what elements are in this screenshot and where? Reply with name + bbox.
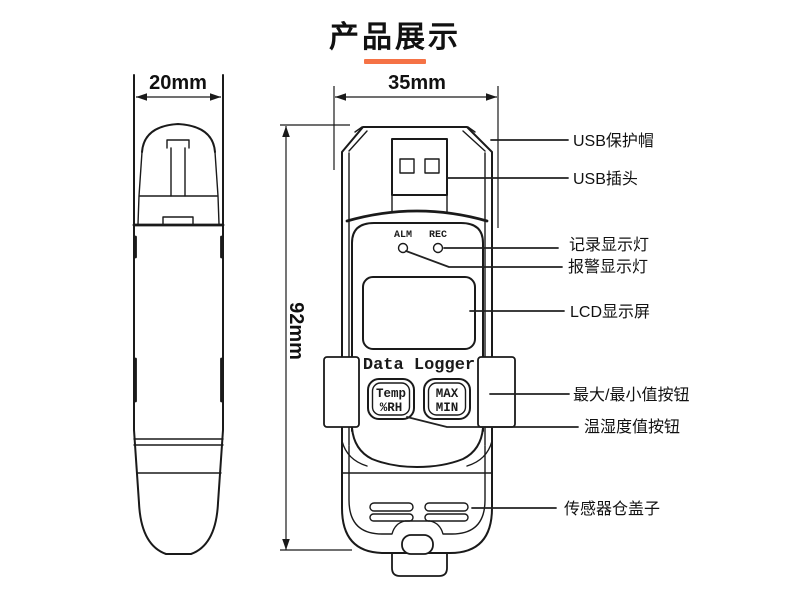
dimension-92mm: 92mm [280,124,352,551]
indicator-leds: ALM REC [394,230,447,254]
lcd-screen [362,276,476,350]
max-min-button-inner [427,382,467,416]
side-view-bump [162,216,194,225]
front-body-outline [341,126,493,554]
dimension-35mm-label: 35mm [388,72,446,94]
side-view-edge-accents [134,235,223,403]
alm-label: ALM [394,230,412,241]
temp-rh-button: Temp %RH [367,378,415,420]
max-min-button-line2: MIN [436,401,459,415]
vent-slot [424,513,469,522]
temp-rh-button-inner [371,382,411,416]
dimension-20mm: 20mm [136,72,221,101]
side-view-cap-sides [137,151,220,225]
side-view: 20mm [132,72,225,555]
dimension-92mm-arrow-top [282,126,290,137]
device-face [351,222,484,432]
alm-led-icon [397,242,409,254]
front-bottom-tab [391,552,448,577]
callout-label-usb-cap: USB保护帽 [573,132,654,150]
front-inner-shell-lines [348,152,486,446]
vent-slot [424,502,469,512]
front-view: ALM REC Data Logger Temp %RH MAX MIN [280,72,516,577]
callout-label-temp-rh: 温湿度值按钮 [584,418,680,436]
dimension-92mm-ext-lines [280,124,352,551]
usb-plug-base [391,194,448,213]
left-side-tab [323,356,360,428]
callout-label-max-min: 最大/最小值按钮 [573,386,689,404]
brand-text: Data Logger [363,356,475,375]
dimension-20mm-label: 20mm [149,72,207,94]
side-view-cap-dome [141,123,216,153]
usb-plug-contact-left [399,158,415,174]
max-min-button: MAX MIN [423,378,471,420]
dimension-20mm-arrow-left [136,93,147,101]
dimension-35mm-ext-lines [333,86,499,228]
usb-plug-body [391,138,448,196]
cap-rim-arc [345,209,489,223]
callout-label-lcd: LCD显示屏 [570,304,650,321]
callout-label-usb-plug: USB插头 [573,170,638,188]
device-face-waist [351,427,484,468]
callout-line-alm-led [405,250,563,268]
temp-rh-button-line1: Temp [376,387,406,401]
dimension-20mm-arrow-right [210,93,221,101]
dimension-92mm-label: 92mm [285,302,307,360]
vent-slot [369,502,414,512]
dimension-35mm-arrow-left [335,93,346,101]
front-cap-chamfers [348,126,486,152]
temp-rh-button-outer [367,378,415,420]
callout-label-rec-led: 记录显示灯 [569,236,649,254]
page-header: 产品展示 [0,12,790,64]
max-min-button-line1: MAX [436,387,459,401]
side-view-body-outline [133,74,224,555]
side-view-cap-clip [166,139,190,197]
dimension-35mm-arrow-right [486,93,497,101]
sensor-cover-notch [401,534,434,555]
temp-rh-button-line2: %RH [380,401,403,415]
sensor-cover-inner-outline [348,445,486,535]
sensor-cover-corner-arcs [341,440,493,467]
title-underline [364,59,426,64]
callout-label-sensor-cover: 传感器仓盖子 [564,500,660,518]
right-side-tab [477,356,516,428]
side-view-lower-seams [133,438,224,474]
usb-plug-contact-right [424,158,440,174]
dimension-35mm: 35mm [333,72,499,228]
vent-slot [369,513,414,522]
sensor-vents [369,502,469,522]
rec-led-icon [432,242,444,254]
dimension-92mm-arrow-bottom [282,539,290,550]
callout-line-temp-rh [406,416,579,428]
sensor-cover [341,440,493,555]
callout-label-alm-led: 报警显示灯 [568,258,648,276]
rec-label: REC [429,230,447,241]
usb-plug [391,138,448,213]
callouts: USB保护帽 USB插头 记录显示灯 报警显示灯 LCD显示屏 最大/最小值按钮… [405,132,689,518]
page-title: 产品展示 [329,21,461,54]
max-min-button-outer [423,378,471,420]
